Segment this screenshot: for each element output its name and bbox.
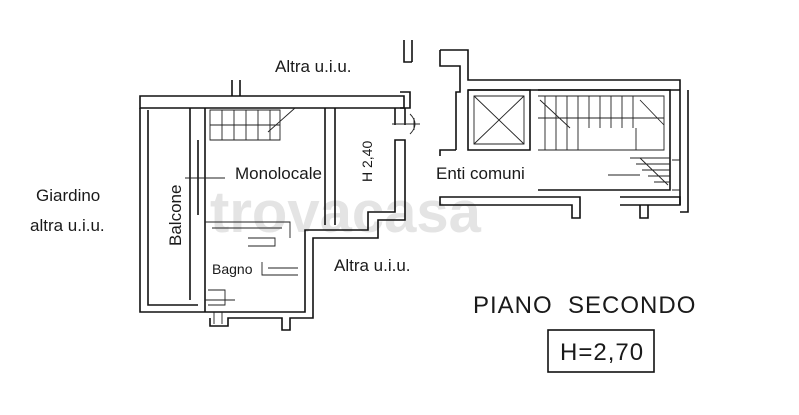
label-bagno: Bagno <box>212 261 253 277</box>
left-stairs <box>209 107 296 141</box>
height-main: H=2,70 <box>560 339 644 366</box>
watermark: trovacasa <box>210 180 482 245</box>
floor-title: PIANO SECONDO <box>473 292 696 319</box>
label-altra-mid: Altra u.i.u. <box>334 256 411 275</box>
label-monolocale: Monolocale <box>235 164 322 183</box>
label-giardino: Giardino <box>36 186 100 205</box>
label-enti-comuni: Enti comuni <box>436 164 525 183</box>
left-unit-walls <box>139 40 413 331</box>
label-altra-top: Altra u.i.u. <box>275 57 352 76</box>
height-box <box>547 329 655 373</box>
right-stairs <box>538 89 681 191</box>
entrance-symbol <box>392 113 420 135</box>
label-balcone: Balcone <box>166 185 185 246</box>
label-height-local: H 2,40 <box>359 141 375 182</box>
label-giardino-altra: altra u.i.u. <box>30 216 105 235</box>
elevator-shaft <box>467 89 531 151</box>
left-interior <box>185 177 298 324</box>
